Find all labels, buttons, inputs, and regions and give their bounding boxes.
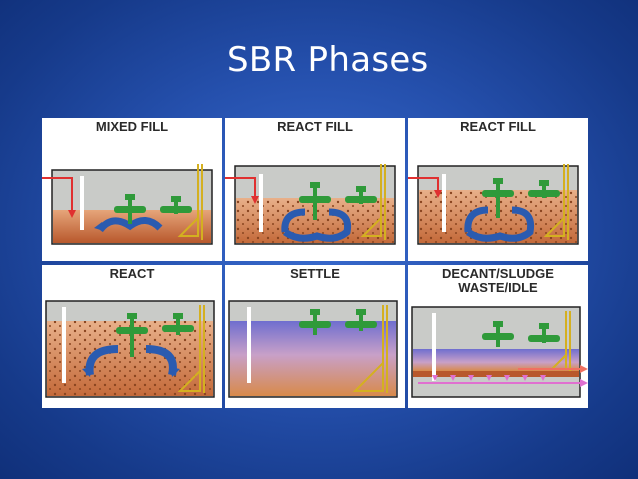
aerator-icon [160, 206, 192, 213]
aerator-icon [528, 190, 560, 197]
decanter-icon [352, 305, 384, 392]
tank-diagram [45, 300, 215, 398]
aerator-icon [345, 196, 377, 203]
tank-diagram [225, 164, 396, 245]
tank-diagram [408, 164, 579, 245]
phase-panel-react-fill-1: REACT FILL [225, 118, 405, 261]
mixing-flow-icon [97, 217, 163, 233]
phase-label: REACT FILL [277, 119, 353, 134]
tank-diagram [42, 164, 213, 245]
phase-label: DECANT/SLUDGE WASTE/IDLE [442, 266, 554, 295]
mixer-icon [482, 190, 514, 197]
mixer-icon [299, 196, 331, 203]
mixing-flow-icon [464, 206, 535, 242]
aerator-icon [528, 335, 560, 342]
phase-panel-settle: SETTLE [225, 265, 405, 408]
slide-title: SBR Phases [227, 40, 429, 80]
tank-diagram [411, 306, 588, 398]
sbr-phases-figure: MIXED FILL [42, 118, 590, 408]
waste-drip-markers [432, 375, 546, 381]
phase-label: MIXED FILL [95, 119, 169, 134]
mixer-icon [299, 321, 331, 328]
phase-label: SETTLE [290, 266, 340, 281]
decanter-icon [543, 164, 565, 237]
inflow-arrow-icon [225, 177, 256, 202]
inflow-arrow-icon [42, 177, 73, 216]
clear-water-layer [413, 349, 579, 371]
phase-panel-mixed-fill: MIXED FILL [42, 118, 222, 261]
phase-panel-react-fill-2: REACT FILL [408, 118, 588, 261]
phase-panel-decant-waste-idle: DECANT/SLUDGE WASTE/IDLE [408, 265, 588, 408]
aerator-icon [162, 325, 194, 332]
phase-label: REACT [109, 266, 155, 281]
aerator-icon [345, 321, 377, 328]
mixing-flow-icon [281, 208, 352, 242]
phase-panel-react: REACT [42, 265, 222, 408]
decanter-icon [360, 164, 382, 237]
decanter-icon [177, 305, 201, 392]
mixer-icon [114, 206, 146, 213]
phase-label: REACT FILL [460, 119, 536, 134]
mixer-icon [116, 327, 148, 334]
mixer-icon [482, 333, 514, 340]
decanter-icon [177, 164, 199, 237]
tank-diagram [228, 300, 398, 398]
sludge-layer [413, 371, 579, 377]
